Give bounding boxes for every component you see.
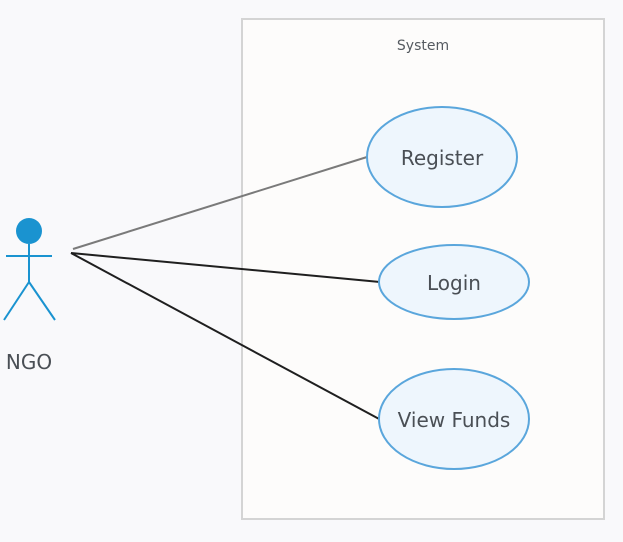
use-case-view-funds[interactable]: View Funds — [378, 368, 530, 470]
associations — [70, 156, 382, 421]
stick-figure-icon — [3, 218, 56, 321]
use-case-view-funds-label: View Funds — [398, 408, 511, 432]
use-case-register[interactable]: Register — [366, 106, 518, 208]
use-case-login-label: Login — [427, 271, 481, 295]
association-register — [72, 156, 368, 250]
use-case-register-shape — [366, 106, 518, 208]
association-view-funds — [70, 252, 382, 421]
use-case-login[interactable]: Login — [378, 244, 530, 320]
actor-head — [16, 218, 42, 244]
actor-right-leg — [28, 281, 56, 321]
actor-ngo[interactable]: NGO — [3, 218, 56, 374]
actor-label: NGO — [6, 350, 52, 374]
actor-left-leg — [3, 281, 30, 321]
use-case-login-shape — [378, 244, 530, 320]
use-case-register-label: Register — [401, 146, 484, 170]
association-login — [70, 252, 381, 283]
use-case-view-funds-shape — [378, 368, 530, 470]
system-title: System — [397, 38, 449, 54]
